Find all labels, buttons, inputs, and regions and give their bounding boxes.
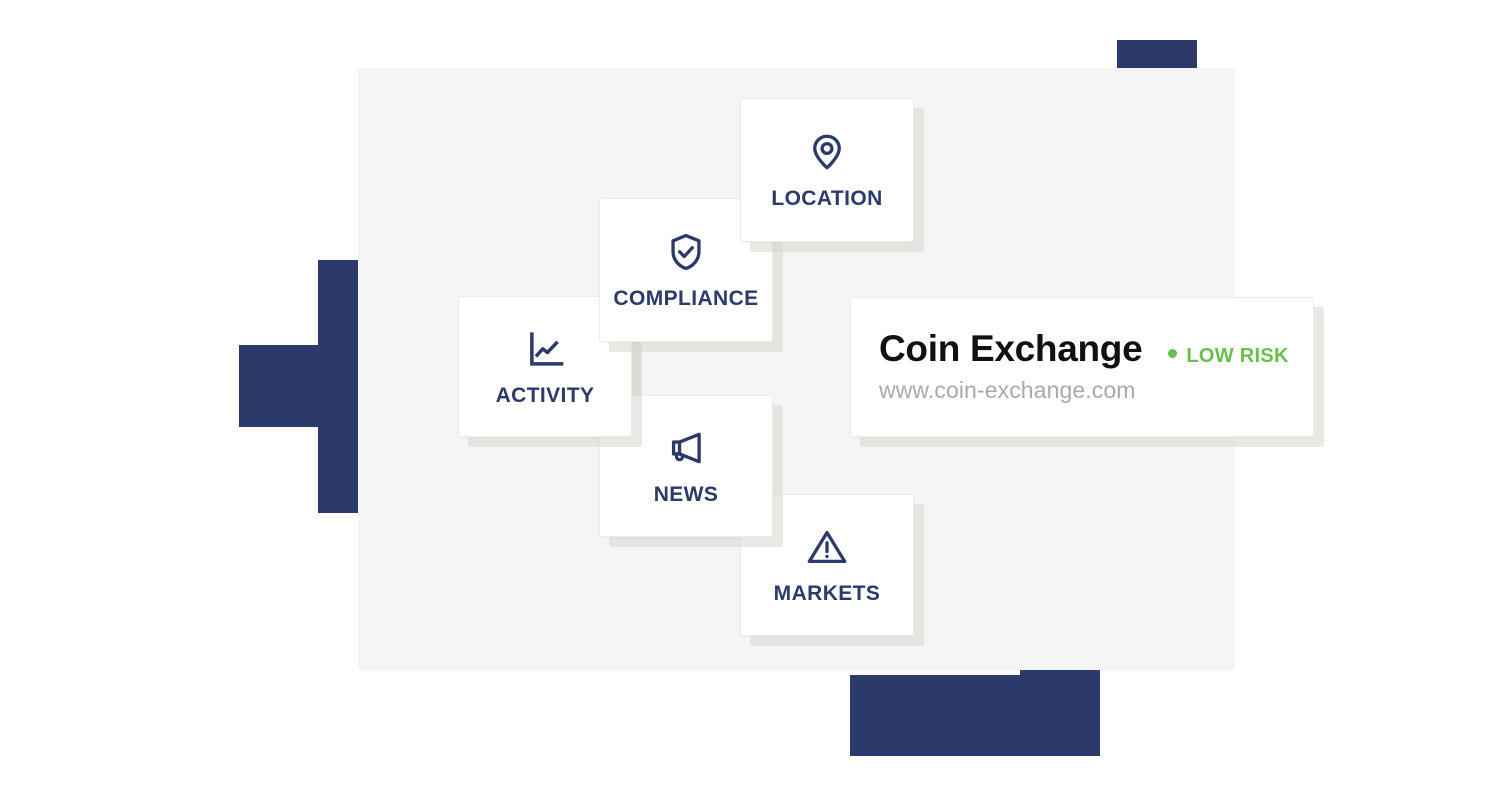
megaphone-icon <box>665 425 707 471</box>
line-chart-icon <box>524 326 566 372</box>
map-pin-icon <box>806 129 848 175</box>
risk-status-label: LOW RISK <box>1186 344 1289 367</box>
entity-info-panel[interactable]: Coin Exchange LOW RISK www.coin-exchange… <box>850 297 1314 437</box>
card-label-location: LOCATION <box>771 187 883 210</box>
risk-status-dot-icon <box>1168 348 1178 358</box>
card-label-news: NEWS <box>653 483 719 506</box>
risk-status-badge: LOW RISK <box>1168 345 1288 368</box>
card-activity[interactable]: ACTIVITY <box>458 296 632 437</box>
card-location[interactable]: LOCATION <box>740 98 914 242</box>
card-label-activity: ACTIVITY <box>495 383 595 407</box>
card-label-markets: MARKETS <box>773 582 881 605</box>
card-label-compliance: COMPLIANCE <box>613 287 759 310</box>
decorative-block-bottom-right-horizontal <box>850 675 1100 756</box>
card-news[interactable]: NEWS <box>599 395 773 537</box>
entity-url: www.coin-exchange.com <box>879 377 1136 404</box>
entity-title: Coin Exchange <box>879 327 1143 369</box>
shield-check-icon <box>665 229 707 275</box>
entity-title-row: Coin Exchange LOW RISK <box>879 327 1313 369</box>
warning-triangle-icon <box>806 524 848 570</box>
